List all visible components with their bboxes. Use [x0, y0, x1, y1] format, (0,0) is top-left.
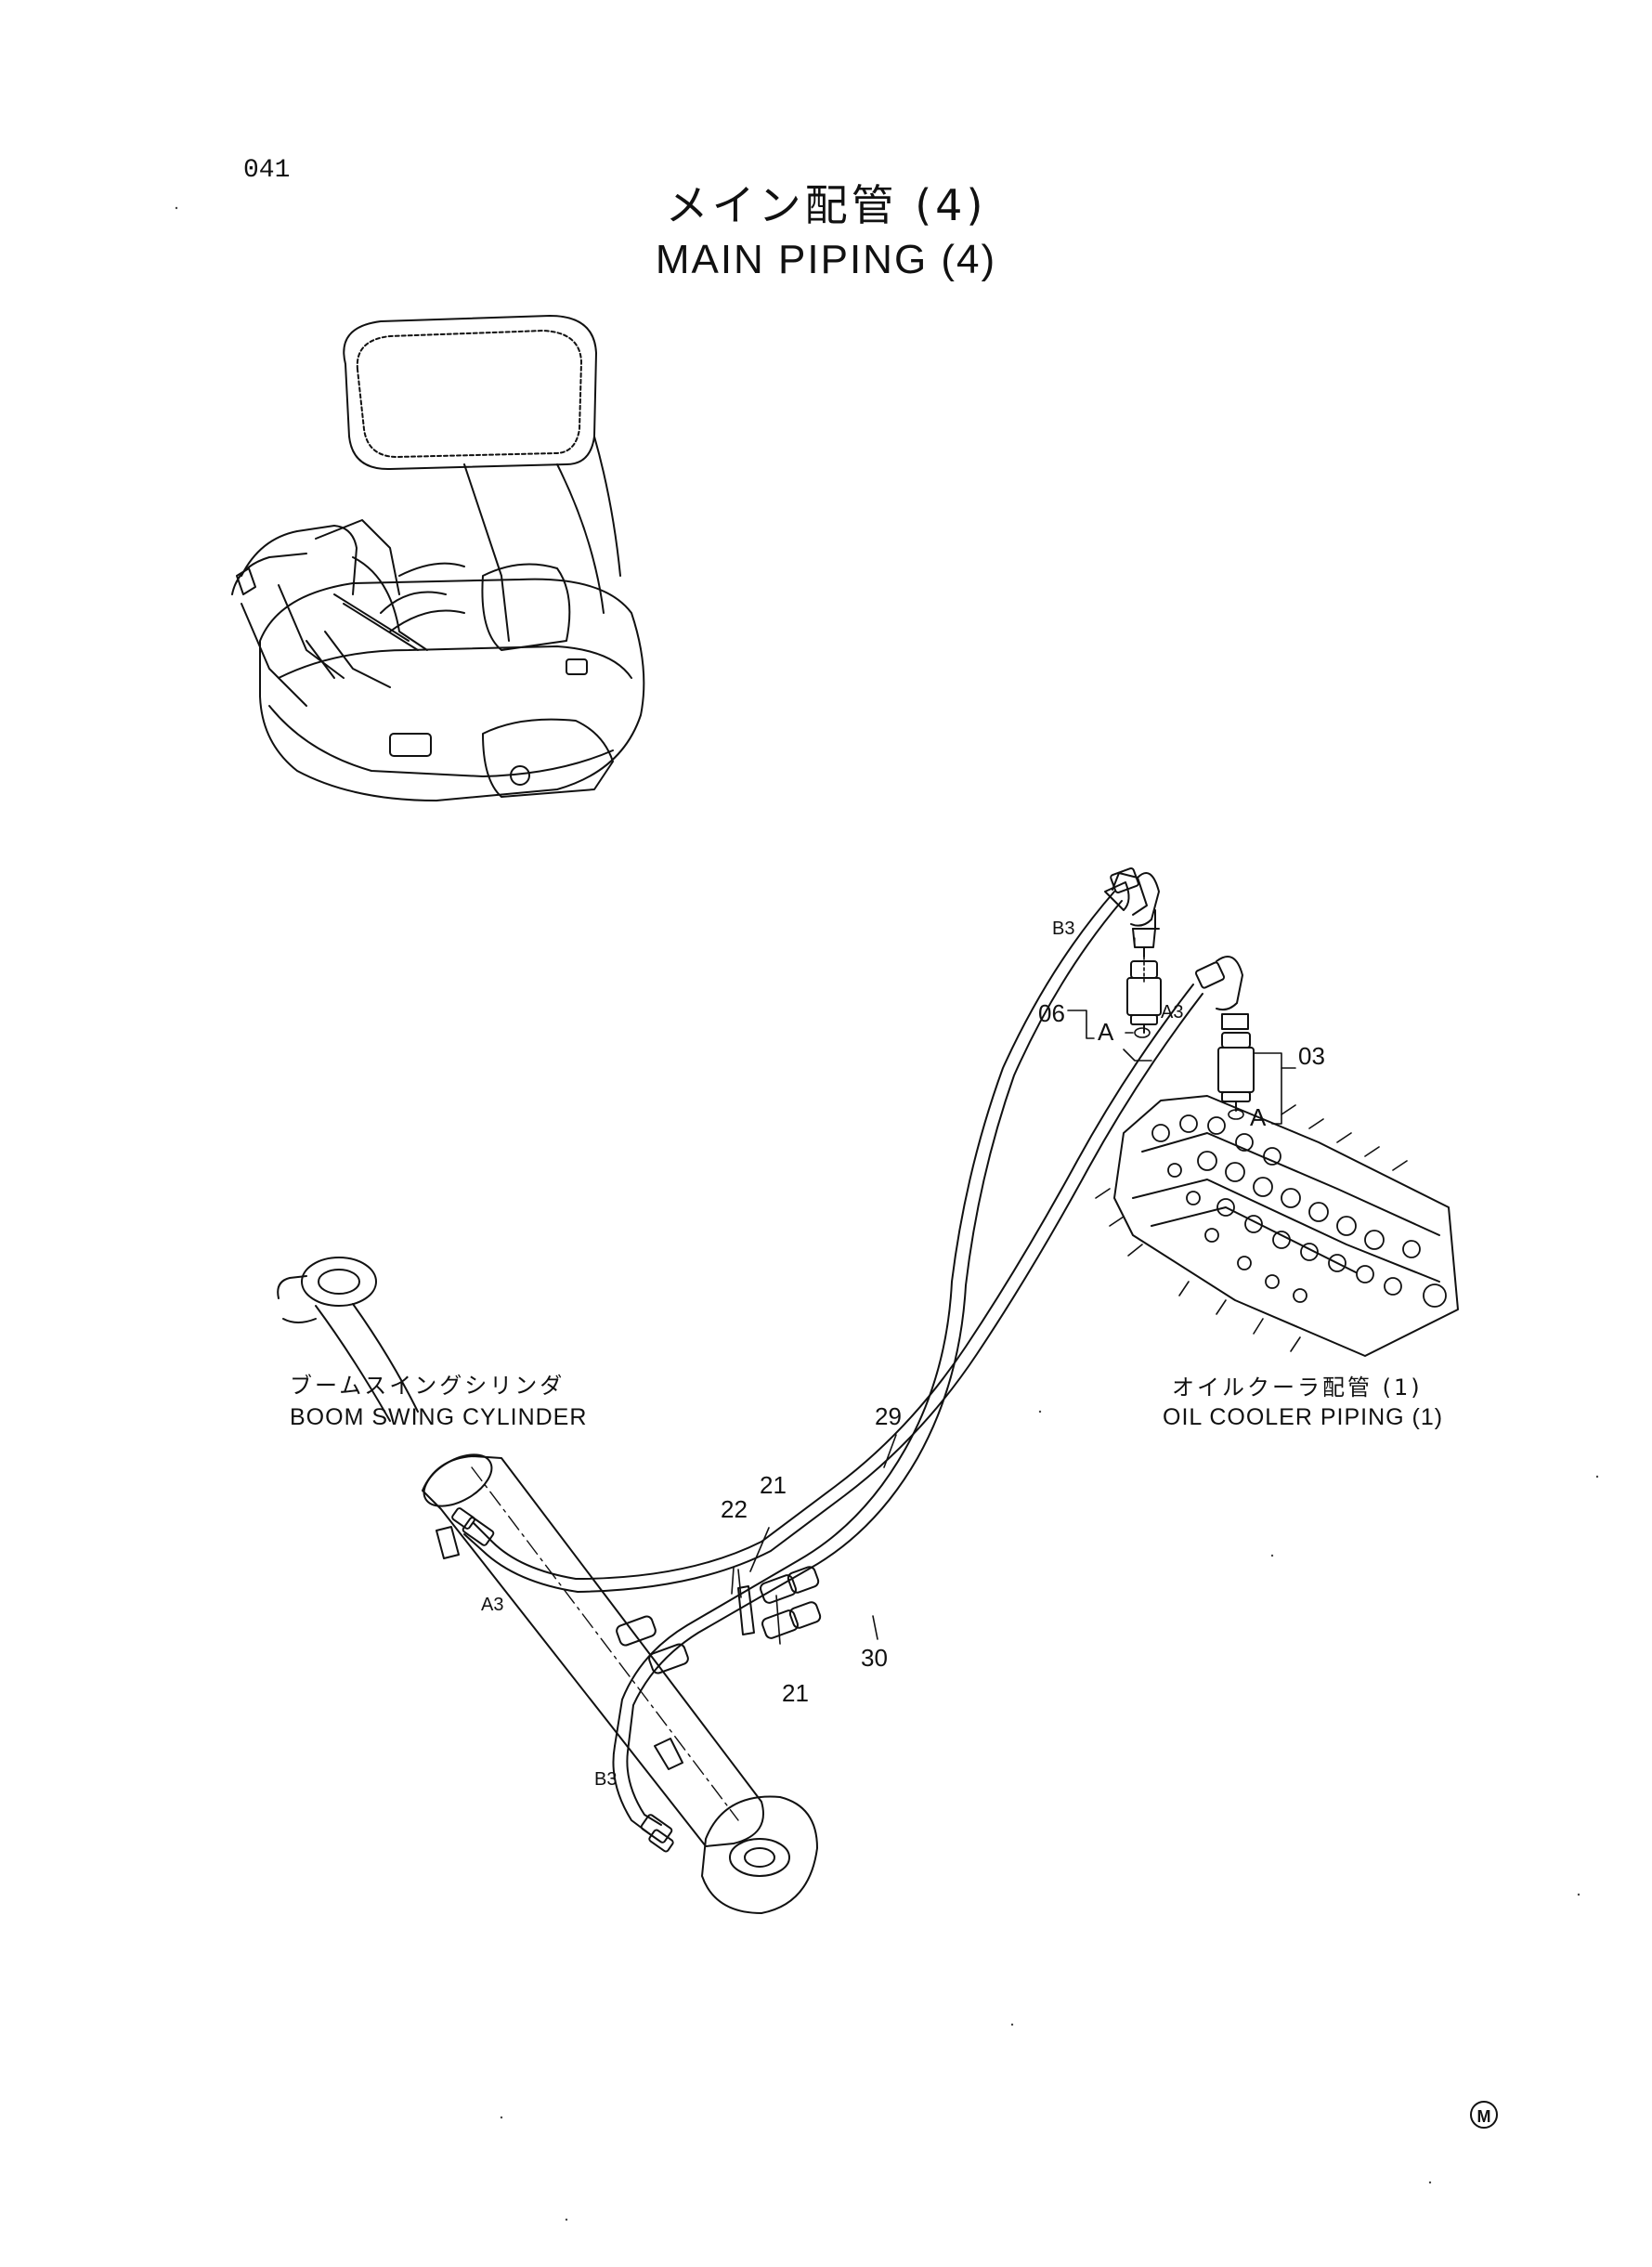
hose-b3-drawing	[612, 891, 1123, 1835]
port-label-b3-bottom: B3	[594, 1769, 618, 1790]
oil-cooler-piping-label: OIL COOLER PIPING (1)	[1163, 1404, 1444, 1430]
port-label-a3-bottom: A3	[481, 1595, 504, 1615]
callout-part-06: 06	[1038, 999, 1065, 1027]
page-number: 041	[243, 156, 291, 185]
control-valve-drawing	[1095, 1095, 1459, 1357]
hose-a3-drawing	[463, 984, 1203, 1593]
callout-part-21-lower: 21	[782, 1679, 809, 1707]
fitting-b3-top	[1104, 867, 1162, 1034]
hose-clamp	[451, 1507, 822, 1853]
boom-swing-cylinder-drawing	[277, 1257, 818, 1914]
oil-cooler-piping-label-japanese: オイルクーラ配管 (1)	[1172, 1375, 1423, 1401]
callout-part-29: 29	[875, 1402, 902, 1430]
leader-lines	[731, 956, 1296, 1645]
callout-part-30: 30	[861, 1644, 888, 1672]
callout-part-22: 22	[721, 1495, 748, 1523]
port-label-b3-top: B3	[1052, 919, 1075, 939]
boom-swing-cylinder-label: BOOM SWING CYLINDER	[290, 1404, 588, 1430]
page-title-japanese: メイン配管 (4)	[665, 180, 987, 230]
page-title: MAIN PIPING (4)	[655, 237, 997, 282]
manufacturer-logo-mark: M	[1470, 2101, 1498, 2129]
fitting-a3-top	[1194, 956, 1255, 1112]
excavator-overview-drawing	[231, 315, 645, 801]
reference-a-left: A	[1098, 1018, 1114, 1046]
callout-part-21-upper: 21	[760, 1471, 787, 1499]
boom-swing-cylinder-label-japanese: ブームスイングシリンダ	[290, 1373, 566, 1399]
callout-part-03: 03	[1298, 1042, 1325, 1070]
reference-a-right: A	[1250, 1103, 1267, 1131]
port-label-a3-top: A3	[1161, 1002, 1184, 1023]
